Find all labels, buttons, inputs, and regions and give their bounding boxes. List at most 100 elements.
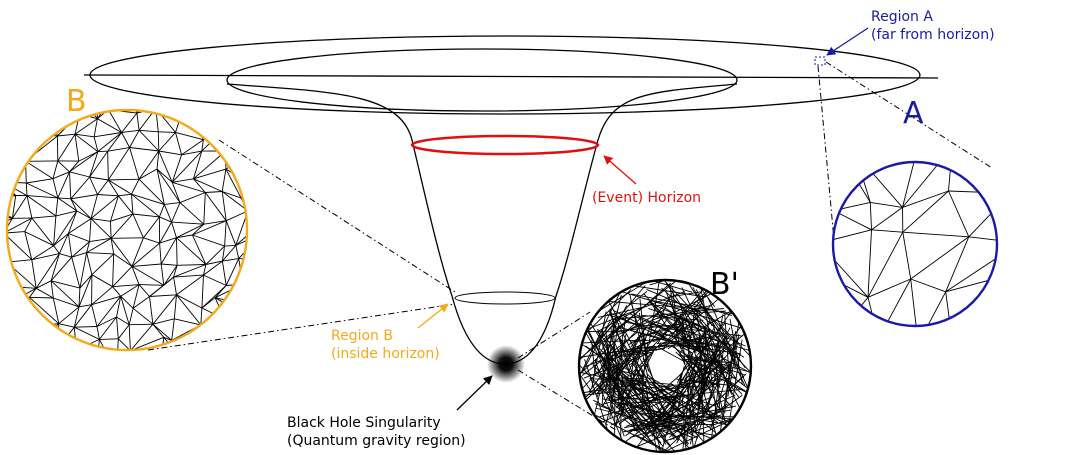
mesh-edge: [139, 129, 159, 133]
mesh-edge: [74, 133, 95, 138]
mesh-edge: [213, 119, 223, 139]
mesh-edge: [855, 339, 878, 372]
mesh-edge: [920, 137, 952, 147]
mesh-edge: [16, 342, 36, 345]
mesh-edge: [7, 110, 16, 111]
mesh-edge: [284, 263, 289, 282]
mesh-edge: [1011, 387, 1056, 390]
mesh-edge: [14, 110, 38, 134]
mesh-edge: [52, 365, 77, 369]
mesh-edge: [117, 338, 131, 350]
mesh-edge: [256, 128, 257, 155]
mesh-edge: [174, 318, 201, 326]
mesh-edge: [262, 260, 263, 280]
mesh-edge: [117, 324, 130, 340]
mesh-edge: [262, 359, 267, 383]
mesh-edge: [78, 304, 92, 308]
mesh-edge: [610, 383, 676, 452]
mesh-edge: [79, 379, 99, 383]
mesh-edge: [45, 379, 79, 391]
mesh-edge: [15, 343, 26, 350]
mesh-edge: [131, 178, 140, 195]
mesh-edge: [171, 339, 206, 350]
mesh-edge: [158, 150, 173, 183]
mesh-edge: [96, 339, 100, 350]
mesh-edge: [107, 151, 109, 181]
mesh-edge: [688, 361, 748, 394]
mesh-edge: [129, 130, 140, 148]
mesh-edge: [709, 339, 726, 449]
mesh-edge: [235, 219, 247, 246]
mesh-edge: [651, 376, 675, 440]
horizon-label: (Event) Horizon: [592, 190, 701, 206]
mesh-edge: [107, 132, 122, 152]
zoom-line-b-2: [147, 303, 456, 351]
mesh-edge: [176, 274, 204, 296]
mesh-edge: [70, 176, 90, 200]
mesh-edge: [248, 296, 257, 305]
mesh-edge: [952, 339, 1011, 387]
mesh-edge: [279, 241, 284, 264]
mesh-edge: [93, 118, 98, 137]
zoom-line-a-1: [817, 65, 835, 241]
mesh-edge: [128, 324, 131, 350]
mesh-edge: [256, 155, 287, 175]
mesh-edge: [686, 354, 746, 376]
mesh-edge: [14, 110, 35, 111]
mesh-edge: [173, 265, 178, 278]
mesh-edge: [236, 336, 247, 346]
mesh-edge: [114, 379, 141, 392]
mesh-edge: [242, 283, 247, 297]
mesh-b-prime-edges: [579, 280, 751, 452]
mesh-edge: [257, 295, 285, 297]
mesh-edge: [681, 320, 696, 381]
mesh-edge: [248, 211, 266, 220]
mesh-edge: [24, 342, 37, 350]
mesh-edge: [595, 407, 675, 429]
mesh-edge: [159, 221, 172, 244]
mesh-edge: [236, 316, 247, 338]
mesh-edge: [1004, 319, 1012, 388]
mesh-edge: [226, 340, 243, 350]
mesh-edge: [171, 340, 193, 350]
mesh-edge: [130, 336, 164, 350]
mesh-edge: [25, 182, 28, 196]
mesh-edge: [262, 260, 289, 282]
mesh-edge: [58, 233, 69, 254]
mesh-edge: [1003, 277, 1004, 319]
mesh-edge: [131, 263, 162, 267]
mesh-edge: [241, 110, 247, 111]
mesh-edge: [192, 234, 225, 247]
mesh-edge: [35, 287, 54, 299]
mesh-edge: [91, 274, 113, 288]
mesh-edge: [52, 171, 70, 180]
mesh-edge: [285, 295, 288, 326]
mesh-edge: [0, 358, 3, 361]
mesh-edge: [248, 305, 265, 322]
mesh-edge: [235, 245, 240, 259]
mesh-edge: [51, 349, 77, 350]
mesh-edge: [7, 261, 37, 289]
mesh-edge: [263, 280, 285, 295]
mesh-edge: [152, 294, 177, 325]
mesh-edge: [24, 231, 54, 247]
mesh-edge: [587, 410, 676, 452]
mesh-edge: [579, 288, 623, 383]
mesh-edge: [193, 178, 206, 193]
mesh-circle-b-prime: [577, 278, 753, 454]
mesh-edge: [116, 316, 130, 326]
mesh-edge: [917, 291, 947, 326]
mesh-edge: [594, 403, 676, 437]
mesh-edge: [94, 132, 122, 138]
mesh-edge: [238, 232, 247, 259]
mesh-edge: [685, 372, 696, 443]
mesh-edge: [97, 363, 98, 383]
mesh-edge: [175, 110, 185, 133]
mesh-edge: [70, 198, 92, 219]
mesh-edge: [193, 178, 223, 192]
mesh-edge: [581, 289, 632, 338]
mesh-edge: [180, 381, 192, 385]
mesh-edge: [78, 274, 93, 307]
mesh-edge: [45, 370, 52, 391]
mesh-edge: [203, 192, 206, 225]
